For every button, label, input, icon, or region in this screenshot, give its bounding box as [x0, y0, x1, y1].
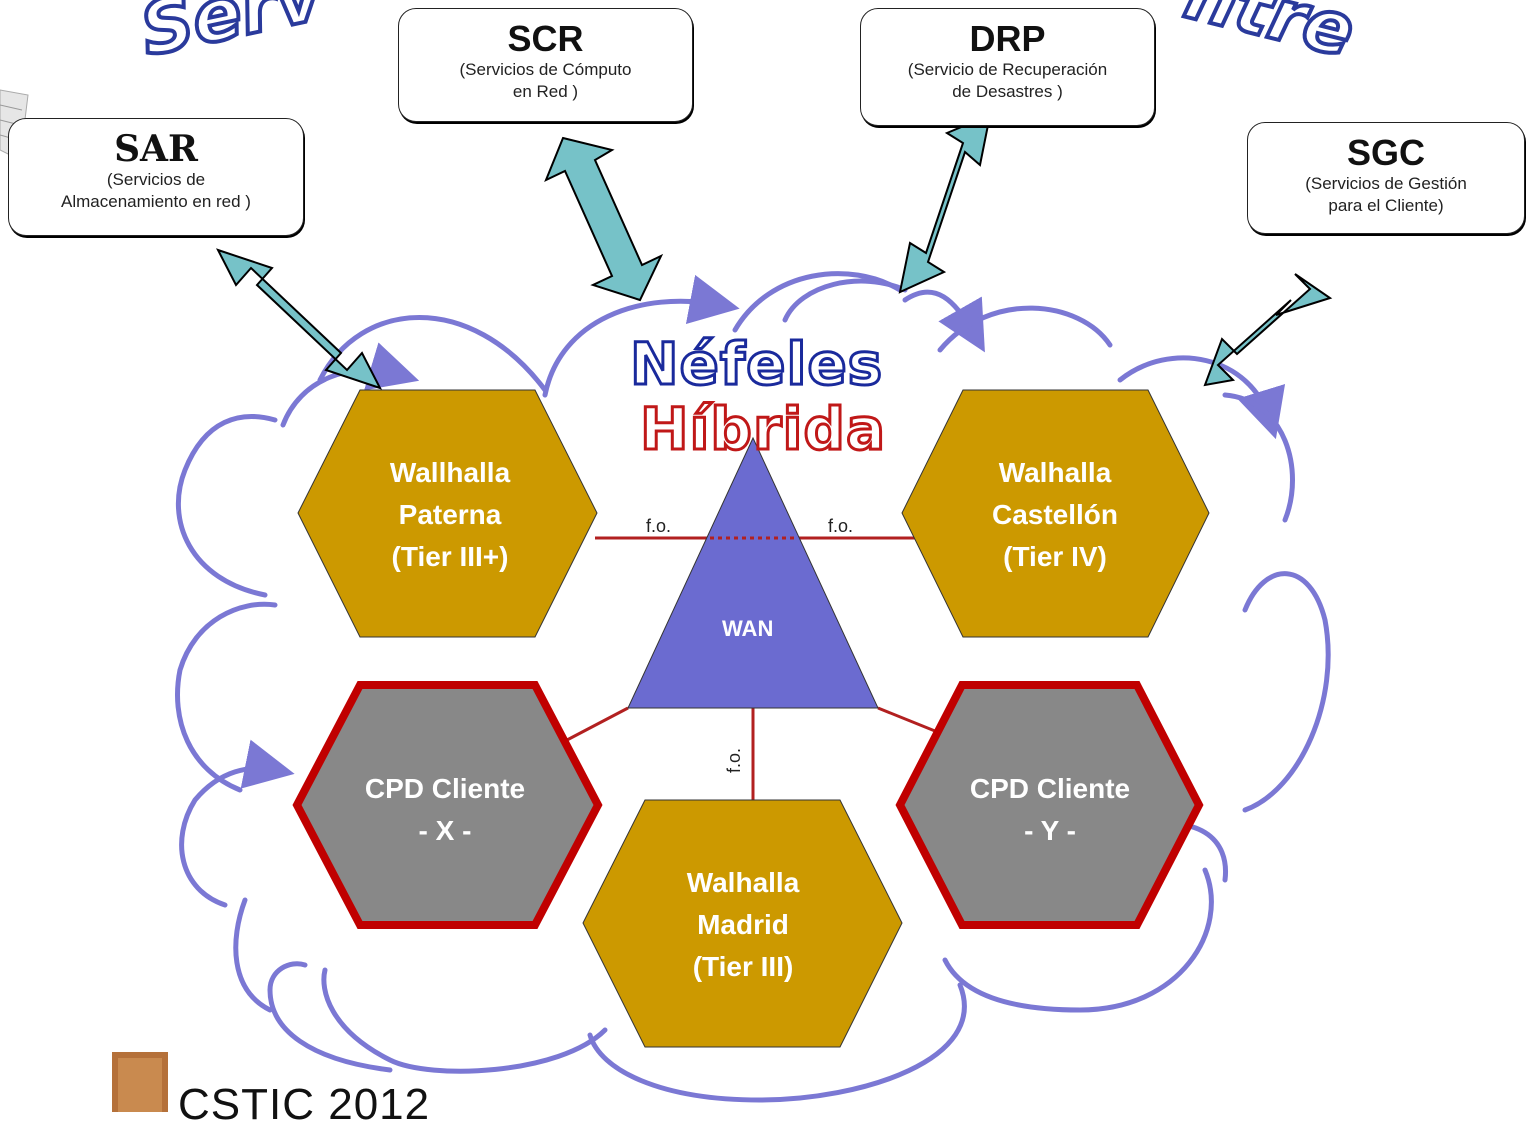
- node-line1: Walhalla: [686, 867, 800, 898]
- service-desc-line2: de Desastres ): [952, 82, 1063, 101]
- node-cliente-y-label: CPD Cliente - Y -: [930, 768, 1170, 852]
- node-line2: - X -: [418, 815, 472, 846]
- hex-cliente-x: [292, 681, 603, 929]
- sgc-arrow: [1203, 273, 1333, 387]
- link-wan-cliente-x: [566, 706, 629, 742]
- service-box-scr: SCR (Servicios de Cómputo en Red ): [398, 8, 693, 122]
- node-paterna-label: Wallhalla Paterna (Tier III+): [330, 452, 570, 578]
- node-line1: Wallhalla: [389, 457, 511, 488]
- service-desc-line2: en Red ): [512, 82, 579, 101]
- drp-arrow: [898, 113, 992, 294]
- hex-paterna: [297, 389, 598, 638]
- service-arrows: [215, 113, 1333, 390]
- service-abbr: SGC: [1346, 132, 1425, 173]
- brand-hibrida: Híbrida: [638, 394, 887, 465]
- footer-logo: [112, 1052, 168, 1112]
- network-links: [566, 536, 936, 800]
- sar-arrow: [215, 248, 383, 390]
- service-abbr: DRP: [969, 18, 1046, 59]
- node-madrid-label: Walhalla Madrid (Tier III): [623, 862, 863, 988]
- node-line3: (Tier IV): [1003, 541, 1107, 572]
- service-box-sgc: SGC (Servicios de Gestión para el Client…: [1247, 122, 1525, 234]
- link-label-left: f.o.: [646, 516, 672, 536]
- node-line3: (Tier III): [692, 951, 794, 982]
- node-line2: Paterna: [398, 499, 502, 530]
- hex-cliente-y: [895, 681, 1204, 929]
- node-line2: - Y -: [1024, 815, 1076, 846]
- service-desc-line2: para el Cliente): [1328, 196, 1444, 215]
- service-desc-line2: Almacenamiento en red ): [61, 192, 251, 211]
- node-line1: CPD Cliente: [364, 773, 526, 804]
- wan-label: WAN: [722, 616, 774, 641]
- service-abbr: SCR: [507, 18, 584, 59]
- brand-nefeles: Néfeles: [628, 329, 884, 400]
- service-box-drp: DRP (Servicio de Recuperación de Desastr…: [860, 8, 1155, 126]
- service-desc-line1: (Servicio de Recuperación: [907, 60, 1108, 79]
- node-line2: Madrid: [697, 909, 789, 940]
- node-line1: CPD Cliente: [969, 773, 1131, 804]
- node-line1: Walhalla: [998, 457, 1112, 488]
- service-box-sar: SAR (Servicios de Almacenamiento en red …: [8, 118, 304, 236]
- hex-castellon: [901, 389, 1210, 638]
- service-desc-line1: (Servicios de: [106, 170, 206, 189]
- service-desc-line1: (Servicios de Cómputo: [459, 60, 632, 79]
- node-line2: Castellón: [991, 499, 1119, 530]
- service-desc-line1: (Servicios de Gestión: [1305, 174, 1467, 193]
- node-line3: (Tier III+): [391, 541, 509, 572]
- footer-text: CSTIC 2012: [178, 1080, 431, 1129]
- service-abbr: SAR: [114, 128, 198, 170]
- hex-madrid: [582, 799, 903, 1048]
- scr-arrow: [544, 136, 664, 302]
- node-castellon-label: Walhalla Castellón (Tier IV): [935, 452, 1175, 578]
- node-cliente-x-label: CPD Cliente - X -: [325, 768, 565, 852]
- link-label-right: f.o.: [828, 516, 854, 536]
- link-wan-cliente-y: [877, 706, 936, 733]
- wan-triangle: [627, 436, 879, 709]
- link-label-bottom: f.o.: [724, 747, 745, 774]
